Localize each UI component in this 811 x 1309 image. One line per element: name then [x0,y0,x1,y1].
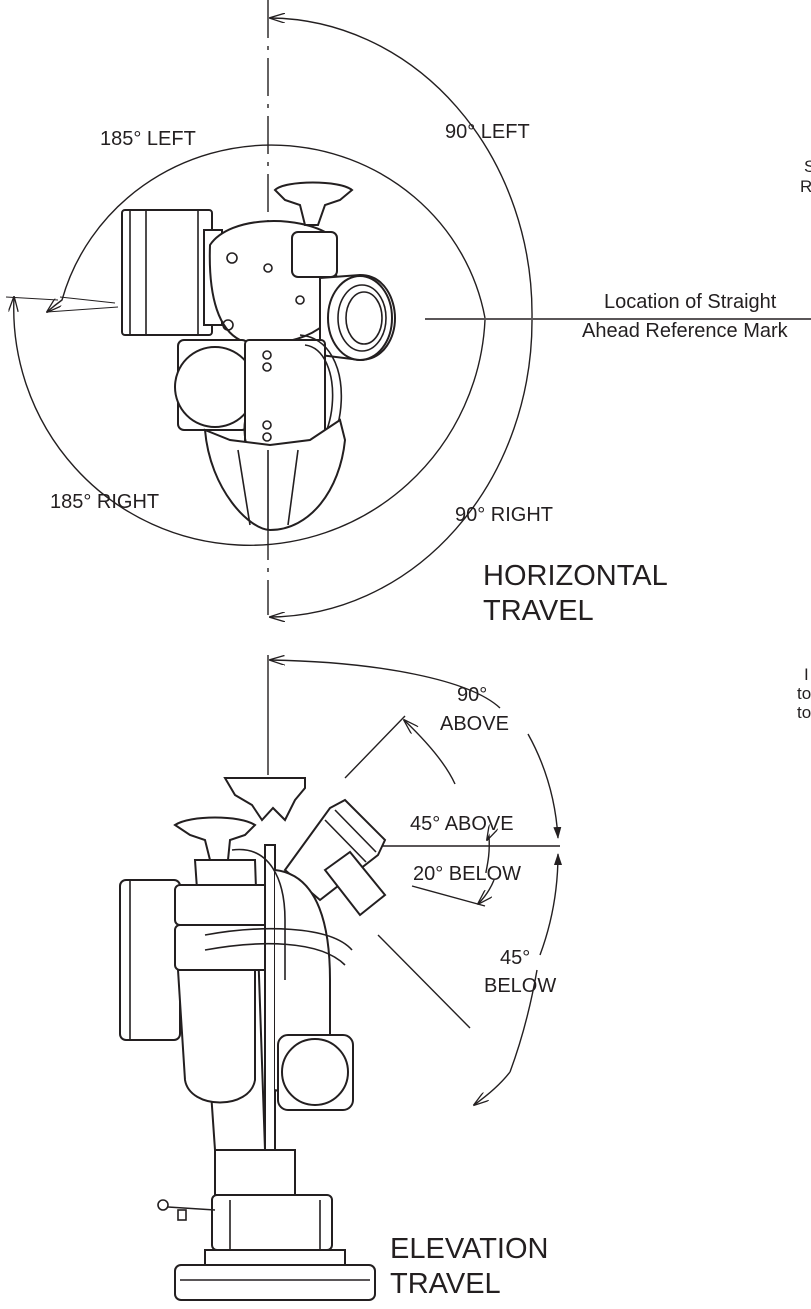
arc-45-below-lower [474,1071,511,1105]
left-tick-lower [46,306,119,313]
elevation-travel-title-1: ELEVATION [390,1233,548,1265]
edge-fragment-3: I [804,665,809,684]
horizontal-travel-title-1: HORIZONTAL [483,560,668,592]
label-90-above-1: 90° [457,684,487,706]
arc-45-below-join [509,969,538,1073]
arc-185-left [47,144,486,319]
arc-45-above-lower [485,836,489,873]
label-185-left: 185° LEFT [100,128,196,150]
label-185-right: 185° RIGHT [50,491,159,513]
elevation-45-above-line [344,715,406,779]
horizontal-travel-title-2: TRAVEL [483,595,594,627]
label-90-above-2: ABOVE [440,713,509,735]
left-tick-upper [5,296,59,301]
left-tick-mid [59,296,116,304]
label-90-right: 90° RIGHT [455,504,553,526]
arc-45-above-upper [404,720,456,785]
arc-90-right [270,319,533,617]
label-45-above: 45° ABOVE [410,813,514,835]
arc-90-left [270,18,533,319]
right-edge-fragments: S R I to to [797,157,811,722]
label-90-left: 90° LEFT [445,121,530,143]
horizontal-travel-view: 185° LEFT 90° LEFT 185° RIGHT 90° RIGHT … [5,0,811,627]
monitor-side-view [119,777,387,1301]
elevation-travel-title-2: TRAVEL [390,1268,501,1300]
arc-20-below [478,879,495,904]
label-45-below-2: BELOW [484,975,556,997]
label-45-below-1: 45° [500,947,530,969]
edge-fragment-2: R [800,177,811,196]
elevation-45-below-line [377,934,471,1029]
label-20-below: 20° BELOW [413,863,521,885]
arc-185-right [14,297,486,547]
reference-label-line2: Ahead Reference Mark [582,320,789,342]
arc-90-above [270,660,501,709]
monitor-top-view [121,181,397,532]
reference-label-line1: Location of Straight [604,291,777,313]
edge-fragment-1: S [804,157,811,176]
edge-fragment-4: to [797,684,811,703]
arc-45-below-upper [539,853,562,956]
elevation-20-below-line [411,885,486,907]
edge-fragment-5: to [797,703,811,722]
arc-90-above-lower [527,733,562,839]
elevation-travel-view: 90° ABOVE 45° ABOVE 20° BELOW 45° BELOW … [119,655,562,1301]
